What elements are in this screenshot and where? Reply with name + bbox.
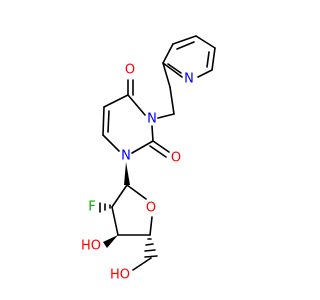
carbonyl-oxygen-right-label: O [171,151,181,166]
pyridine-nitrogen-label: N [184,72,194,87]
bond [197,69,213,78]
bond [157,113,175,119]
bond [126,184,147,200]
bond [169,86,175,115]
imide-nitrogen-label: N [147,112,157,127]
atom-labels: N N N O O O F HO HO [81,63,194,283]
bond [103,94,129,108]
bond [162,62,171,88]
hydroxyl-bottom-label: HO [110,268,130,283]
bond [195,35,216,49]
fluorine-label: F [88,200,95,215]
sugar-ring [99,162,158,271]
bond [206,51,210,68]
bond [107,110,110,133]
glycosidic-nitrogen-label: N [121,149,131,164]
bond [127,94,146,116]
bond [131,140,154,154]
bond [102,134,120,152]
hashed-bond [99,202,111,213]
bond [149,216,153,236]
ring-oxygen-label: O [146,201,156,216]
uracil-ring [102,79,175,158]
bond [111,206,119,236]
bond [111,184,128,208]
bond [162,43,174,64]
bond [152,140,170,153]
bond [211,47,216,71]
pyridine-ring [162,35,216,88]
bond [167,63,182,74]
stereo-wedge [124,162,130,185]
bond [162,62,183,78]
molecule-structure: N N N O O O F HO HO [81,35,216,283]
bond [172,35,197,45]
stereo-wedge [103,235,118,248]
hydroxyl-left-label: HO [81,239,101,254]
carbonyl-oxygen-top-label: O [125,63,135,78]
bond [102,106,105,136]
hashed-bond [144,238,158,258]
bond [149,145,167,158]
bond [132,257,152,271]
bond [176,41,195,50]
bond [151,125,154,142]
